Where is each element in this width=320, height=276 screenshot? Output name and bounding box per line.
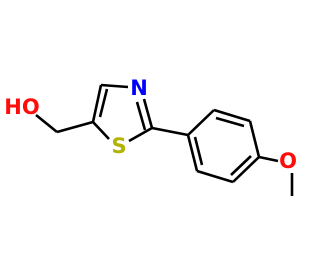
bond-ch2-c5 [56,120,94,134]
bond-ring-inner-3 [193,136,204,166]
bond-o-ch2 [35,113,58,134]
bond-ring-5 [196,169,234,184]
bond-ring-o [258,155,279,163]
bond-ring-2 [213,108,251,123]
bond-n3-c2-inner [135,101,147,131]
thiazole-nitrogen-label: N [130,76,148,100]
bond-s1-c5 [92,121,110,140]
hydroxyl-label: HO [4,95,39,119]
molecule-structure: HO N S O [4,76,297,196]
bond-ring-4 [232,156,260,183]
methoxy-oxygen-label: O [279,149,297,173]
atom-labels: HO N S O [4,76,297,173]
bond-n3-c2 [142,98,154,129]
bond-ring-6 [186,134,199,172]
bond-c4-n3 [100,83,129,89]
bond-c5-c4 [91,84,103,123]
bond-c5-c4-inner [98,88,109,118]
bond-ring-3 [248,120,261,158]
bond-ring-1 [187,109,215,136]
bond-ring-inner-1 [215,116,245,128]
bonds [35,83,294,196]
thiazole-sulfur-label: S [111,134,126,158]
bond-ring-inner-2 [230,155,252,176]
bond-c2-s1 [128,126,153,143]
bond-c2-phenyl [151,126,189,137]
